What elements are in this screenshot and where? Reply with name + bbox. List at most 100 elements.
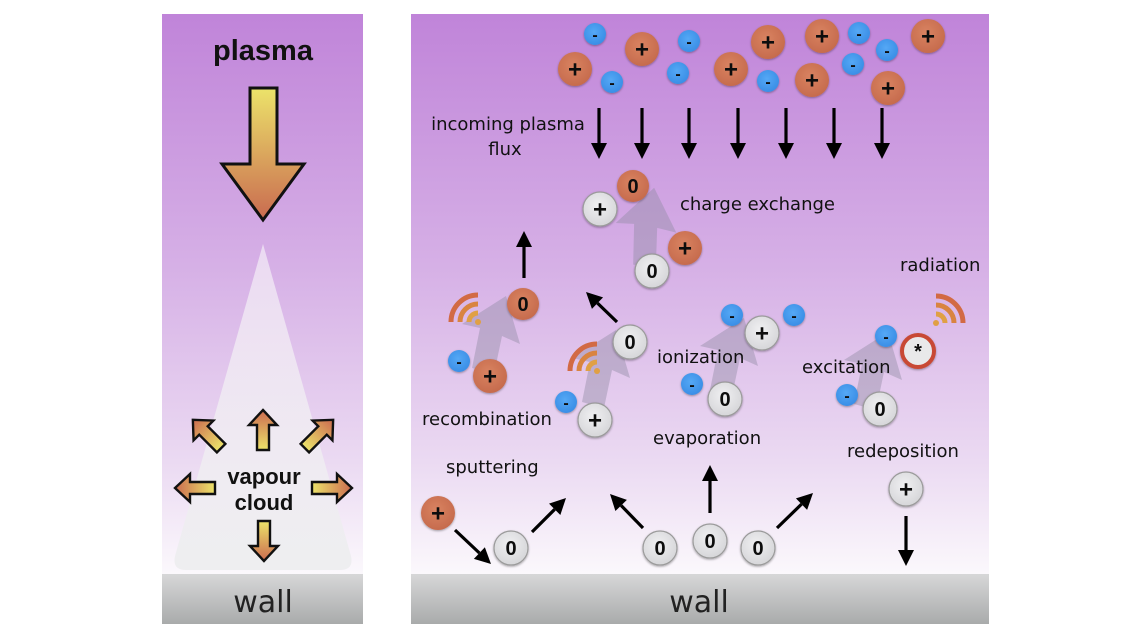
plasma-ion-particle: + (625, 32, 659, 66)
svg-text:+: + (899, 477, 913, 504)
incoming-flux-label-line1: incoming plasma (431, 114, 585, 135)
svg-text:+: + (805, 68, 819, 95)
evaporated-neutral-particle: 0 (642, 530, 678, 566)
excited-particle: * (900, 333, 936, 369)
recombination-ion-particle: + (473, 359, 507, 393)
plasma-ion-particle: + (795, 63, 829, 97)
vapour-arrow-up-left-icon (191, 418, 228, 455)
right-panel: wall -+-+--+-++-+--++ incoming plasma fl… (411, 14, 989, 624)
svg-text:+: + (881, 76, 895, 103)
incoming-flux-label-line2: flux (488, 139, 522, 160)
sputter-out-arrow-icon (530, 498, 566, 534)
plasma-ion-particle: + (558, 52, 592, 86)
ionization-neutral-particle: 0 (707, 381, 743, 417)
sputter-incoming-arrow-icon (453, 528, 491, 564)
svg-text:+: + (921, 24, 935, 51)
svg-text:-: - (856, 26, 861, 43)
svg-text:-: - (791, 308, 796, 325)
svg-text:0: 0 (505, 538, 516, 560)
svg-text:-: - (675, 66, 680, 83)
svg-text:+: + (431, 501, 445, 528)
svg-text:-: - (884, 43, 889, 60)
charge-exchange-incoming-ion-particle: + (668, 231, 702, 265)
plasma-electron-particle: - (876, 39, 898, 61)
sputtering-ion-particle: + (421, 496, 455, 530)
svg-text:-: - (844, 388, 849, 405)
redeposition-ion-particle: + (888, 471, 924, 507)
redeposition-down-arrow-icon (898, 516, 914, 566)
flux-down-arrow-icon (634, 108, 650, 159)
recombination-electron-particle: - (555, 391, 577, 413)
evaporation-left-arrow-icon (610, 494, 645, 530)
plasma-ion-particle: + (714, 52, 748, 86)
plasma-ion-particle: + (805, 19, 839, 53)
recombination-up-arrow-icon (516, 231, 532, 278)
excitation-label: excitation (802, 357, 891, 378)
svg-text:+: + (678, 236, 692, 263)
neutral-escape-arrow-icon (586, 292, 619, 324)
evaporation-up-arrow-icon (702, 465, 718, 513)
plasma-title: plasma (213, 35, 314, 67)
radiation-icon (448, 292, 481, 325)
svg-text:-: - (686, 34, 691, 51)
svg-text:0: 0 (517, 294, 528, 316)
vapour-arrow-up-icon (246, 408, 280, 452)
svg-text:-: - (883, 329, 888, 346)
plasma-electron-particle: - (678, 30, 700, 52)
svg-text:-: - (729, 308, 734, 325)
ionization-electron-particle: - (721, 304, 743, 326)
flux-down-arrow-icon (778, 108, 794, 159)
vapour-cloud-cone (174, 244, 352, 570)
charge-exchange-neutral-cold-particle: 0 (634, 253, 670, 289)
plasma-down-arrow-icon (219, 86, 307, 223)
vapour-arrow-down-icon (247, 519, 281, 563)
svg-text:+: + (635, 37, 649, 64)
svg-text:+: + (755, 321, 769, 348)
recombination-electron-particle: - (448, 350, 470, 372)
plasma-ion-particle: + (751, 25, 785, 59)
svg-text:-: - (689, 377, 694, 394)
excitation-electron-particle: - (875, 325, 897, 347)
sputtered-neutral-particle: 0 (493, 530, 529, 566)
radiation-label: radiation (900, 255, 980, 276)
charge-exchange-arrow-icon (615, 187, 677, 267)
flux-down-arrow-icon (874, 108, 890, 159)
vapour-cloud-label-line2: cloud (235, 490, 294, 515)
svg-text:0: 0 (627, 176, 638, 198)
svg-text:-: - (563, 395, 568, 412)
excitation-electron-particle: - (836, 384, 858, 406)
evaporation-right-arrow-icon (775, 493, 813, 530)
svg-text:-: - (765, 74, 770, 91)
excitation-arrow-icon (844, 332, 902, 410)
svg-text:0: 0 (704, 531, 715, 553)
vapour-arrow-left-icon (173, 471, 217, 505)
svg-text:+: + (815, 24, 829, 51)
charge-exchange-neutral-particle: 0 (617, 170, 649, 202)
recombined-neutral-particle: 0 (612, 324, 648, 360)
svg-text:-: - (850, 57, 855, 74)
charge-exchange-ion-particle: + (582, 191, 618, 227)
plasma-electron-particle: - (848, 22, 870, 44)
recombination-ion-particle: + (577, 402, 613, 438)
recombination-label: recombination (422, 409, 552, 430)
left-panel: wall plasma vapour cloud (162, 14, 363, 624)
svg-text:+: + (593, 197, 607, 224)
ionization-electron-particle: - (783, 304, 805, 326)
plasma-particle-cloud: -+-+--+-++-+--++ (558, 19, 945, 105)
svg-text:+: + (568, 57, 582, 84)
redeposition-label: redeposition (847, 441, 959, 462)
svg-text:0: 0 (624, 332, 635, 354)
vapour-arrow-up-right-icon (298, 418, 335, 455)
vapour-cloud-label-line1: vapour (227, 464, 301, 489)
plasma-electron-particle: - (584, 23, 606, 45)
ionized-ion-particle: + (744, 315, 780, 351)
svg-text:0: 0 (654, 538, 665, 560)
svg-text:0: 0 (752, 538, 763, 560)
ionization-arrow-icon (700, 318, 758, 396)
svg-text:*: * (914, 341, 922, 363)
plasma-electron-particle: - (667, 62, 689, 84)
svg-text:0: 0 (646, 261, 657, 283)
plasma-electron-particle: - (601, 71, 623, 93)
evaporated-neutral-particle: 0 (692, 523, 728, 559)
